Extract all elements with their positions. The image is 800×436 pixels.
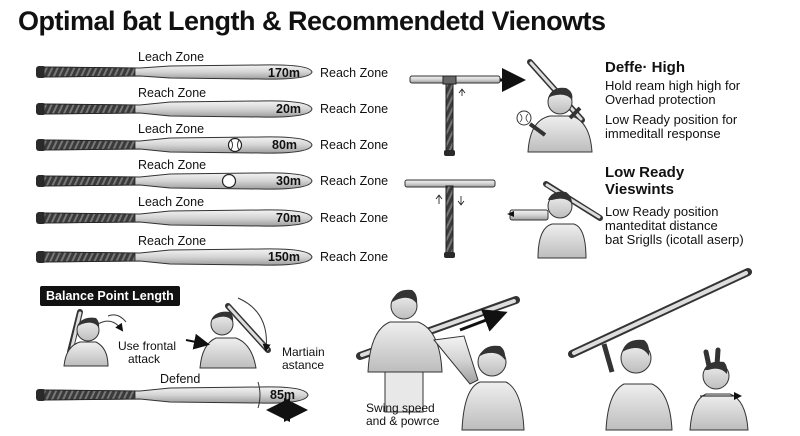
bat-6-top-label: Reach Zone [138,234,207,248]
bat-2-top-label: Reach Zone [138,86,207,100]
bat-5-top-label: Leach Zone [138,195,205,209]
t-bar-low [404,179,496,258]
small-up-arrow-icon [435,194,443,204]
bat-3-top-label: Leach Zone [138,122,205,136]
page-title: Optimal ɓat Length & Recommendetd Vienow… [18,6,606,36]
player-low-ready-figure [507,181,603,259]
bat-rows [36,64,313,266]
bat-1-length: 170m [268,66,300,80]
low-heading-2: Vieswints [605,181,674,198]
high-line-4: immeditall response [605,126,721,141]
low-line-3: bat Sriglls (icotall aserp) [605,232,744,247]
low-line-2: manteditat distance [605,218,718,233]
bat-5-side-label: Reach Zone [320,211,389,225]
bat-3-side-label: Reach Zone [320,138,389,152]
high-line-3: Low Ready position for [605,112,738,127]
bat-6-length: 150m [268,250,300,264]
baseball-icon [227,137,243,153]
balance-batter-figure [63,309,127,367]
ball-icon [221,173,237,189]
bat-4-side-label: Reach Zone [320,174,389,188]
low-line-1: Low Ready position [605,204,719,219]
bat-row-5 [36,209,313,227]
balance-point-badge: Balance Point Length [40,286,180,306]
bat-2-length: 20m [276,102,302,116]
bat-row-1 [36,64,313,80]
bat-row-3 [36,136,313,154]
defend-length: 85m [270,388,296,402]
low-heading-1: Low Ready [605,164,685,181]
bat-row-2 [36,100,313,118]
bat-row-6 [36,248,313,266]
high-line-1: Hold ream high high for [605,78,741,93]
martiain-line-1: Martiain [282,345,325,359]
defend-label: Defend [160,372,201,386]
player-high-guard-figure [516,59,593,153]
swing-line-2: and & powrce [366,414,440,428]
use-frontal-line-2: attack [128,352,161,366]
defend-bat [36,381,309,422]
bat-6-side-label: Reach Zone [320,250,389,264]
martiain-line-2: astance [282,358,325,372]
bat-1-top-label: Leach Zone [138,50,205,64]
bat-1-side-label: Reach Zone [320,66,389,80]
bat-4-length: 30m [276,174,302,188]
small-down-arrow-icon [457,196,465,206]
t-bar-high [409,68,526,156]
use-frontal-line-1: Use frontal [118,339,177,353]
small-up-arrow-icon [458,88,466,96]
bat-5-length: 70m [276,211,302,225]
swing-line-1: Swing speed [366,401,435,415]
bat-2-side-label: Reach Zone [320,102,389,116]
bat-3-length: 80m [272,138,298,152]
overhead-players-figure [568,268,752,431]
high-line-2: Overhad protection [605,92,716,107]
high-heading: Deffe· High [605,59,685,76]
swing-players-figure [356,289,525,431]
balance-swing-figure [185,297,271,369]
bat-row-4 [36,172,313,190]
bat-4-top-label: Reach Zone [138,158,207,172]
